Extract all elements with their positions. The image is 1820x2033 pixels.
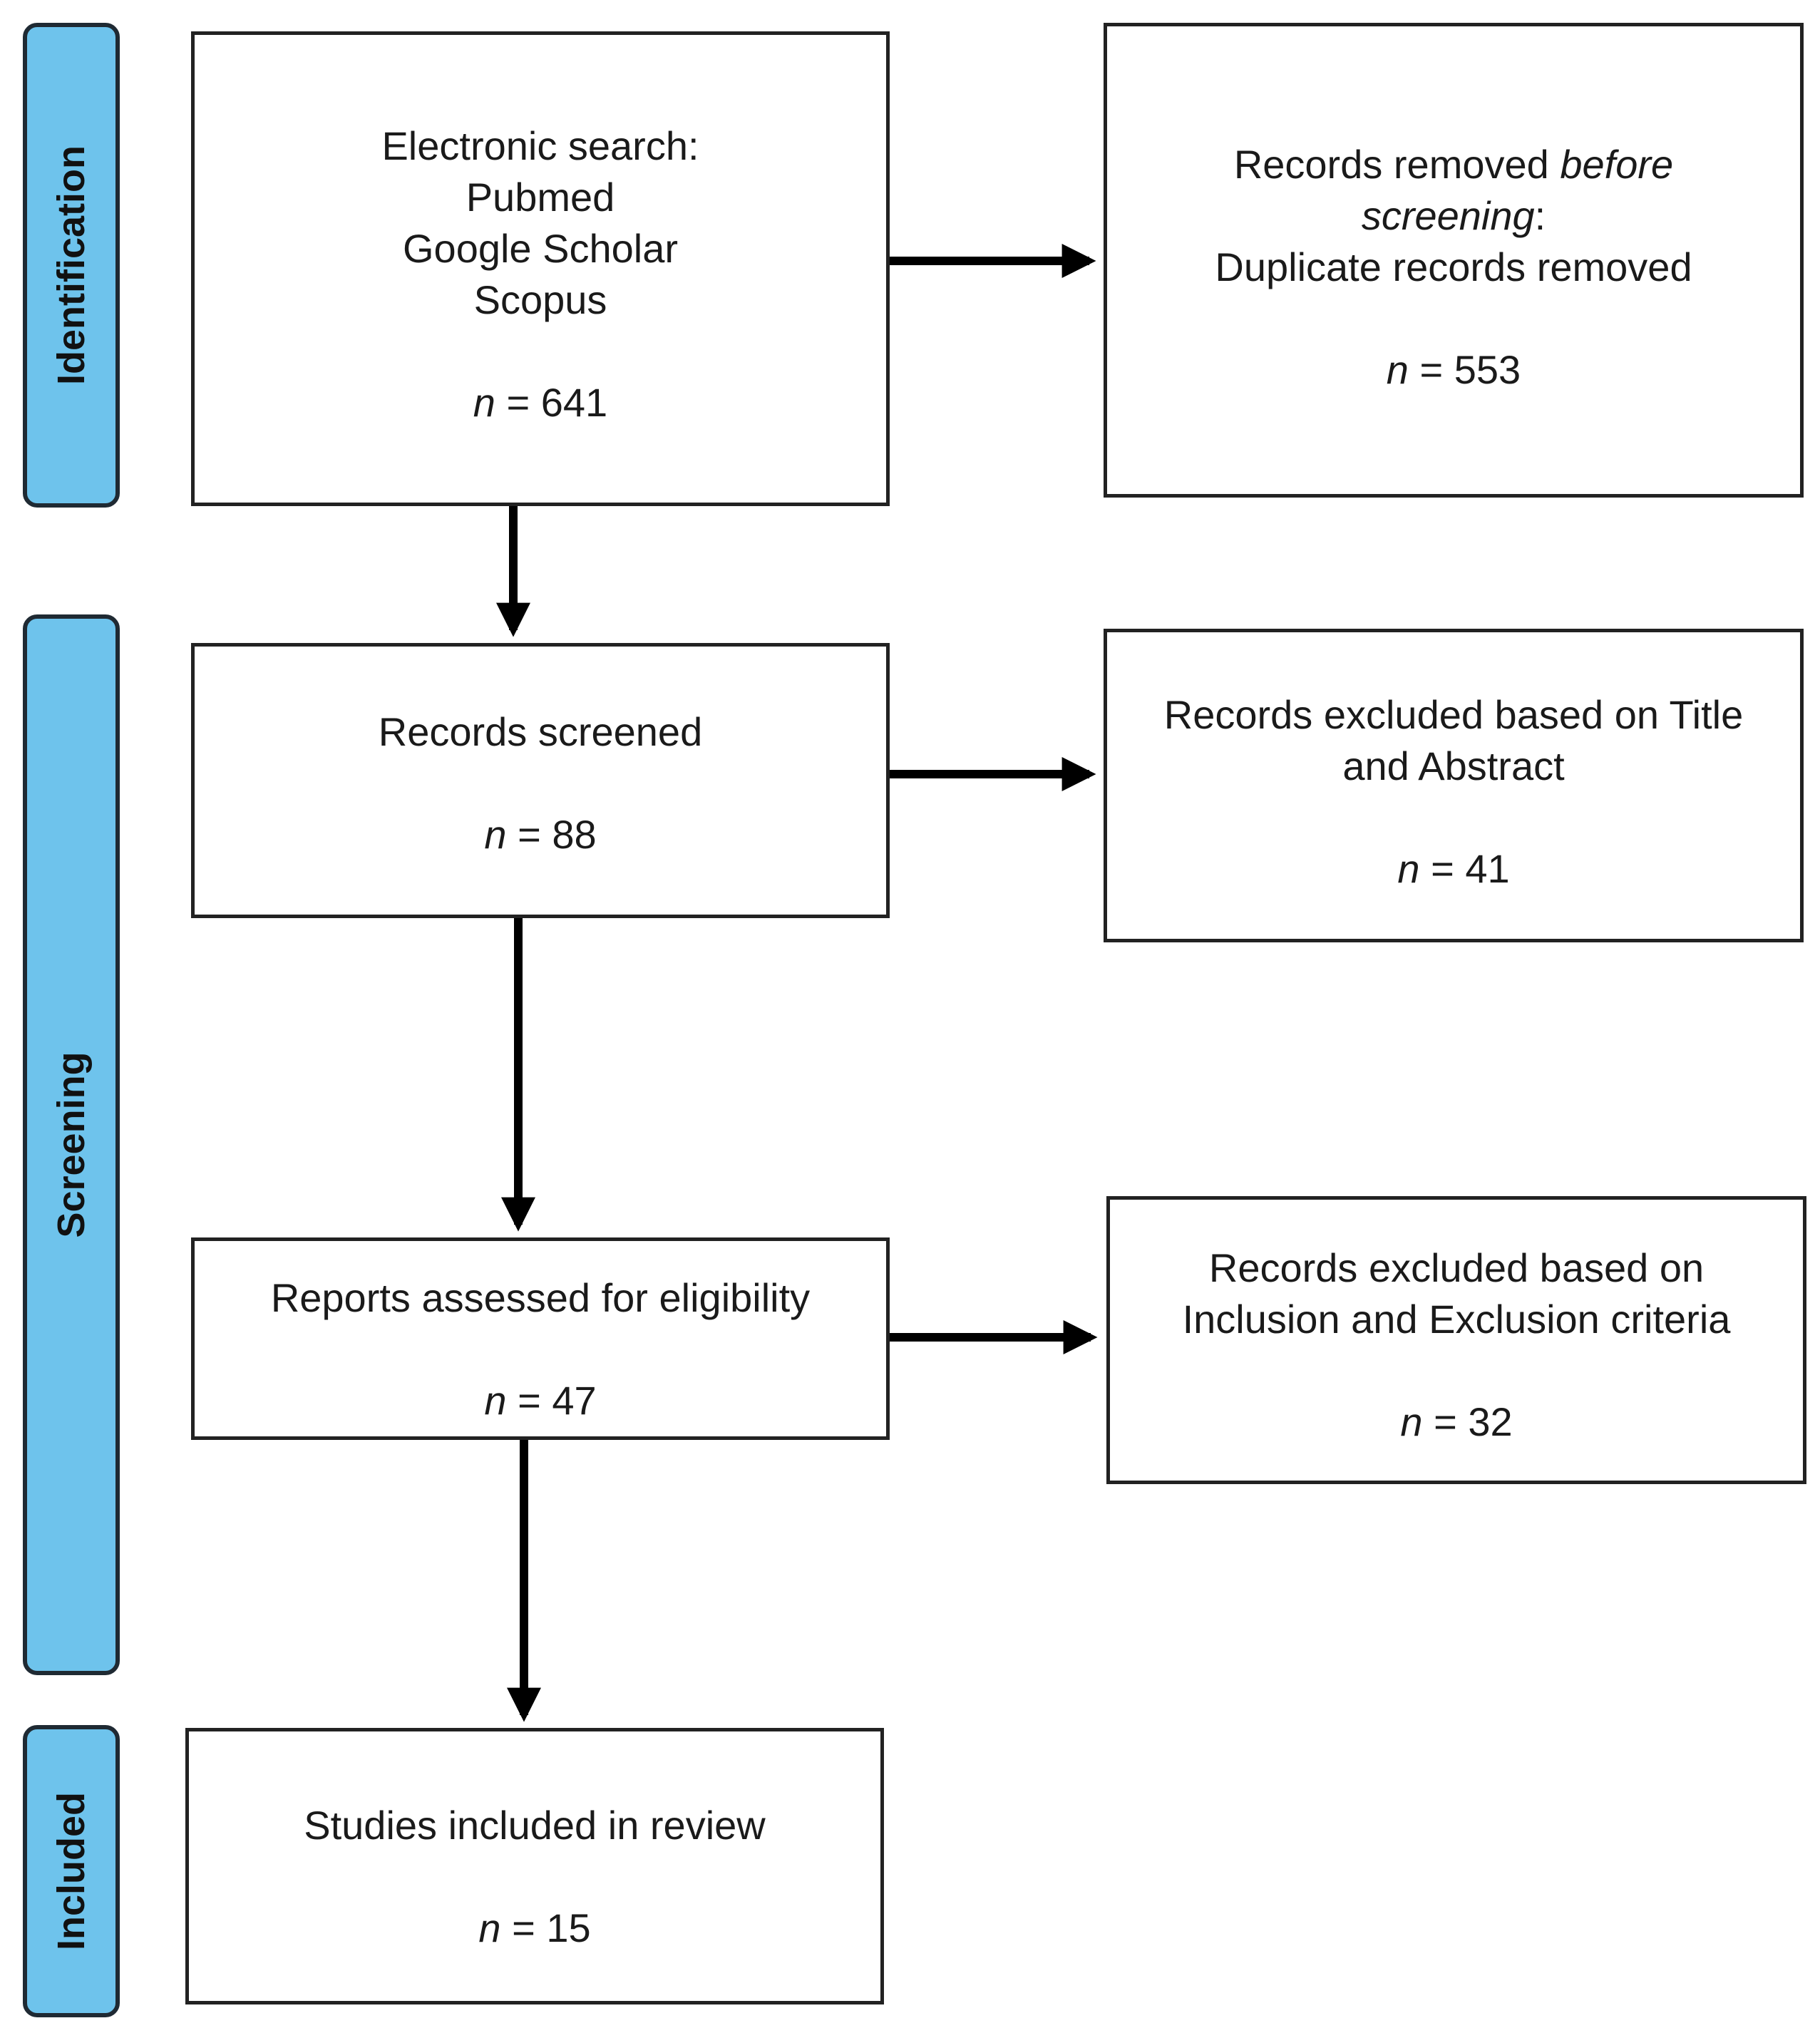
search-line-4: Scopus — [473, 277, 607, 322]
screened-line-1: Records screened — [378, 709, 703, 754]
n-symbol: n — [1397, 846, 1420, 891]
box-reports-eligibility: Reports assessed for eligibility n = 47 — [191, 1237, 890, 1440]
excluded-title-line-1: Records excluded based on Title — [1163, 692, 1744, 737]
n-symbol: n — [478, 1905, 501, 1950]
search-line-1: Electronic search: — [381, 123, 699, 168]
phase-screening: Screening — [23, 614, 120, 1675]
n-symbol: n — [473, 380, 495, 425]
included-count-value: = 15 — [512, 1905, 591, 1950]
phase-included: Included — [23, 1725, 120, 2017]
box-records-removed: Records removed before screening: Duplic… — [1104, 23, 1804, 498]
box-excluded-title-abstract: Records excluded based on Title and Abst… — [1104, 629, 1804, 942]
search-count-value: = 641 — [506, 380, 608, 425]
excluded-title-count-value: = 41 — [1431, 846, 1510, 891]
n-symbol: n — [1400, 1399, 1423, 1444]
removed-line-1: Records removed before — [1233, 142, 1674, 187]
included-count: n = 15 — [478, 1903, 590, 1954]
eligibility-line-1: Reports assessed for eligibility — [270, 1275, 811, 1320]
removed-count-value: = 553 — [1419, 347, 1521, 392]
n-symbol: n — [1386, 347, 1409, 392]
included-line-1: Studies included in review — [304, 1803, 766, 1848]
excluded-criteria-line-2: Inclusion and Exclusion criteria — [1182, 1297, 1731, 1342]
search-line-3: Google Scholar — [402, 226, 678, 271]
box-excluded-criteria: Records excluded based on Inclusion and … — [1106, 1196, 1806, 1484]
screened-count: n = 88 — [484, 809, 596, 860]
n-symbol: n — [484, 1378, 507, 1423]
box-records-screened: Records screened n = 88 — [191, 643, 890, 918]
excluded-title-count: n = 41 — [1397, 843, 1509, 895]
excluded-criteria-count: n = 32 — [1400, 1396, 1512, 1448]
excluded-criteria-count-value: = 32 — [1434, 1399, 1513, 1444]
search-count: n = 641 — [473, 377, 607, 428]
n-symbol: n — [484, 812, 507, 857]
screened-count-value: = 88 — [518, 812, 597, 857]
excluded-title-line-2: and Abstract — [1342, 743, 1565, 788]
box-studies-included: Studies included in review n = 15 — [185, 1728, 884, 2004]
removed-line-3: Duplicate records removed — [1215, 245, 1692, 289]
search-line-2: Pubmed — [466, 175, 615, 220]
eligibility-count-value: = 47 — [518, 1378, 597, 1423]
box-electronic-search: Electronic search: Pubmed Google Scholar… — [191, 31, 890, 506]
removed-count: n = 553 — [1387, 344, 1521, 396]
phase-identification: Identification — [23, 23, 120, 508]
eligibility-count: n = 47 — [484, 1375, 596, 1426]
removed-line-2: screening: — [1361, 193, 1546, 238]
excluded-criteria-line-1: Records excluded based on — [1208, 1245, 1705, 1290]
